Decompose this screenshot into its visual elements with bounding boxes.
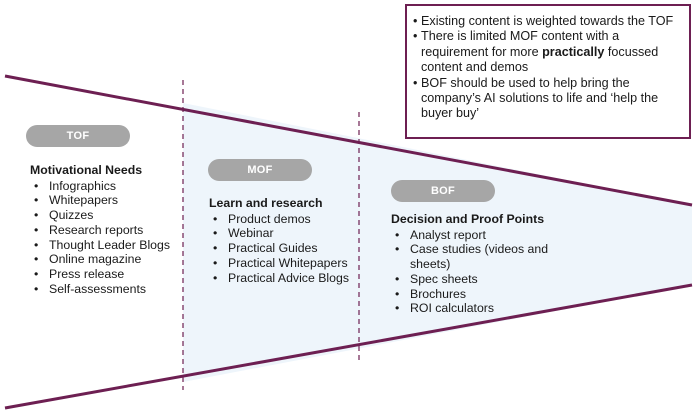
list-item: Product demos — [209, 212, 357, 227]
list-item: ROI calculators — [391, 301, 551, 316]
commentary-text: BOF should be used to help bring the com… — [421, 75, 659, 121]
funnel-top-line — [4, 74, 693, 207]
list-item: Quizzes — [30, 208, 180, 223]
list-item: Case studies (videos and sheets) — [391, 242, 551, 271]
list-item: Whitepapers — [30, 193, 180, 208]
list-item: Self-assessments — [30, 282, 180, 297]
mof-content-list: Product demos Webinar Practical Guides P… — [209, 212, 357, 286]
list-item: Press release — [30, 267, 180, 282]
commentary-emphasis: practically — [542, 44, 605, 59]
bof-content-list: Analyst report Case studies (videos and … — [391, 228, 551, 316]
funnel-bottom-line — [4, 283, 693, 410]
bof-stage: Decision and Proof Points Analyst report… — [391, 212, 551, 316]
list-item: Spec sheets — [391, 272, 551, 287]
bof-stage-label: BOF — [391, 180, 495, 202]
list-item: Analyst report — [391, 228, 551, 243]
commentary-list: Existing content is weighted towards the… — [413, 14, 683, 122]
commentary-item: BOF should be used to help bring the com… — [413, 76, 683, 122]
list-item: Practical Guides — [209, 241, 357, 256]
list-item: Practical Whitepapers — [209, 256, 357, 271]
tof-content-list: Infographics Whitepapers Quizzes Researc… — [30, 179, 180, 297]
commentary-item: There is limited MOF content with a requ… — [413, 29, 683, 75]
tof-stage-label: TOF — [26, 125, 130, 147]
mof-stage: Learn and research Product demos Webinar… — [209, 196, 357, 285]
list-item: Brochures — [391, 287, 551, 302]
mof-stage-title: Learn and research — [209, 196, 323, 210]
list-item: Infographics — [30, 179, 180, 194]
bof-stage-title: Decision and Proof Points — [391, 212, 545, 226]
mof-stage-label: MOF — [208, 159, 312, 181]
list-item: Research reports — [30, 223, 180, 238]
tof-stage-title: Motivational Needs — [30, 163, 143, 177]
commentary-box: Existing content is weighted towards the… — [405, 4, 691, 139]
commentary-text: Existing content is weighted towards the… — [421, 14, 674, 28]
commentary-text: focussed content and demos — [421, 44, 659, 75]
list-item: Online magazine — [30, 252, 180, 267]
commentary-item: Existing content is weighted towards the… — [413, 14, 683, 30]
list-item: Thought Leader Blogs — [30, 238, 180, 253]
list-item: Webinar — [209, 226, 357, 241]
tof-stage: Motivational Needs Infographics Whitepap… — [30, 163, 180, 296]
commentary-text: There is limited MOF content with a requ… — [421, 29, 620, 59]
list-item: Practical Advice Blogs — [209, 271, 357, 286]
